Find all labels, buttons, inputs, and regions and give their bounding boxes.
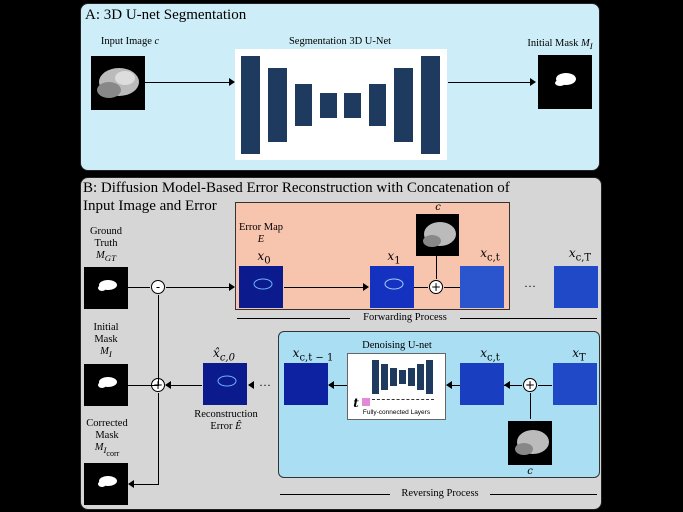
unet-bar: [399, 370, 406, 384]
x0-label: x0: [257, 249, 271, 267]
line-plus-xct-rev: [504, 385, 522, 386]
arrow-a2: [448, 82, 534, 83]
xct-label: xc,t: [480, 246, 500, 264]
c-top-label: c: [435, 202, 441, 213]
unet-bar: [408, 368, 415, 386]
xct-rev-image: [460, 363, 504, 405]
t-label: t: [353, 396, 359, 410]
initial-mask-image: [538, 55, 592, 109]
arrow-head: [504, 381, 510, 389]
line-xT-plus: [538, 385, 552, 386]
unet-bar: [421, 56, 440, 154]
plus-operator-reverse: +: [523, 378, 537, 392]
line-xct-dunet: [447, 385, 460, 386]
line-c-bottom: [530, 393, 531, 419]
unet-bar: [295, 84, 312, 126]
xct1-image: [284, 363, 328, 405]
line-dunet-xct1: [329, 385, 347, 386]
error-map-image: [239, 266, 283, 308]
x1-label: x1: [387, 249, 401, 267]
line-plus-corr: [158, 393, 159, 485]
arrow-a1: [145, 82, 233, 83]
panel-a-title: A: 3D U-net Segmentation: [85, 7, 247, 23]
line-minus-x0: [166, 287, 233, 288]
xT-image: [553, 363, 597, 405]
line-recon-plus: [166, 385, 202, 386]
line-corr-h: [130, 484, 159, 485]
unet-bar: [241, 56, 260, 154]
line-gt-minus: [128, 287, 150, 288]
initial-mask-label: Initial Mask MI: [527, 38, 593, 52]
arrow-head: [128, 480, 134, 488]
unet-bar: [381, 364, 388, 390]
xcT-label: xc,T: [568, 246, 592, 264]
plus-operator-forward: +: [429, 280, 443, 294]
xct1-label: xc,t − 1: [292, 346, 334, 364]
time-embedding: [362, 398, 370, 406]
corrected-mask-image: [84, 463, 128, 505]
fc-label: Fully-connected Layers: [362, 409, 431, 416]
line-init-h: [128, 385, 159, 386]
arrow-head: [446, 381, 452, 389]
unet-bar: [372, 360, 379, 394]
input-image: [91, 56, 145, 110]
forward-dots: ···: [524, 279, 536, 293]
denoising-unet: t Fully-connected Layers: [347, 353, 446, 420]
arrow-head: [229, 283, 235, 291]
arrow-head: [248, 381, 254, 389]
xct-image: [460, 266, 504, 308]
reconstruction-label: Reconstruction Error Ê: [194, 409, 258, 432]
x1-image: [370, 266, 414, 308]
line-x0-x1: [284, 287, 364, 288]
initial-mask-b-image: [84, 364, 128, 406]
unet-label: Segmentation 3D U-Net: [288, 36, 392, 47]
xct-rev-label: xc,t: [480, 346, 500, 364]
forward-process-label: Forwarding Process: [350, 312, 460, 324]
unet-bar: [417, 364, 424, 390]
line-init-minus: [158, 295, 159, 385]
unet-bar: [390, 368, 397, 386]
minus-operator: -: [151, 280, 165, 294]
unet-bar: [426, 360, 433, 394]
unet-bar: [344, 93, 361, 118]
unet-bar: [369, 84, 386, 126]
input-image-label: Input Image c: [100, 36, 160, 47]
fc-arrows: [372, 399, 434, 400]
line-x1-plus: [414, 287, 428, 288]
panel-b-title: B: Diffusion Model-Based Error Reconstru…: [83, 180, 510, 214]
arrow-head: [328, 381, 334, 389]
arrow-head: [165, 381, 171, 389]
unet-bar: [394, 68, 413, 142]
arrow-a1-head: [229, 78, 235, 86]
unet-bar: [320, 93, 337, 118]
arrow-head: [363, 283, 369, 291]
reverse-dots: ···: [259, 378, 271, 392]
reverse-process-label: Reversing Process: [390, 488, 490, 500]
xhat-label: x̂c,0: [213, 346, 235, 364]
xcT-image: [554, 266, 598, 308]
arrow-a2-head: [530, 78, 536, 86]
c-bottom-image: [508, 421, 552, 465]
ground-truth-image: [84, 267, 128, 309]
line-plus-xct: [444, 287, 460, 288]
denoising-unet-label: Denoising U-net: [362, 340, 432, 351]
segmentation-unet: [235, 49, 447, 160]
unet-bar: [268, 68, 287, 142]
c-top-image: [416, 214, 459, 256]
xT-label: xT: [572, 346, 586, 364]
reconstruction-image: [203, 363, 247, 405]
c-bottom-label: c: [527, 466, 533, 477]
line-c-plus: [436, 256, 437, 279]
